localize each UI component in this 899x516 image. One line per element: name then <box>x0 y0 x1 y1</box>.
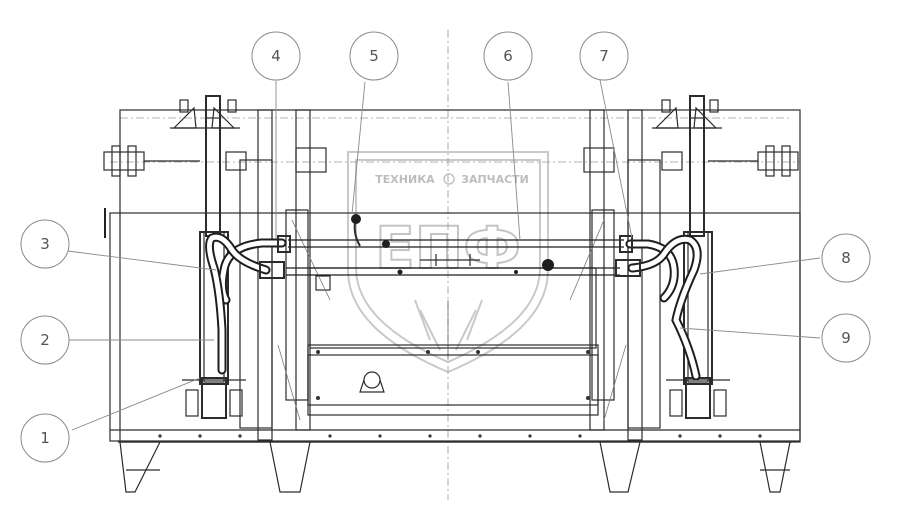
watermark-gear-icon <box>443 173 455 185</box>
left-fitting-lower <box>259 261 285 279</box>
callout-2: 2 <box>20 315 70 365</box>
callout-8: 8 <box>821 233 871 283</box>
bottom-rivets <box>158 434 762 438</box>
right-fitting-upper <box>619 235 633 253</box>
coupler-a <box>382 240 390 248</box>
svg-text:4: 4 <box>271 47 281 65</box>
hydraulic-lines <box>204 214 702 381</box>
elbow-cap <box>351 214 361 224</box>
edge-mark <box>104 208 106 238</box>
watermark-text-left: ТЕХНИКА <box>375 173 435 186</box>
callout-4: 4 <box>251 31 301 81</box>
svg-text:7: 7 <box>599 47 609 65</box>
callout-3: 3 <box>20 219 70 269</box>
callouts: 1 2 3 4 5 6 7 8 <box>20 31 871 463</box>
watermark-wheat-icon <box>414 299 483 360</box>
svg-text:9: 9 <box>841 329 851 347</box>
callout-5: 5 <box>349 31 399 81</box>
right-cylinder-assembly <box>295 95 799 419</box>
callout-7: 7 <box>579 31 629 81</box>
svg-text:3: 3 <box>40 235 50 253</box>
svg-text:2: 2 <box>40 331 50 349</box>
callout-6: 6 <box>483 31 533 81</box>
svg-text:5: 5 <box>369 47 379 65</box>
watermark-text-right: ЗАПЧАСТИ <box>461 173 529 186</box>
coupler-b <box>542 259 554 271</box>
callout-1: 1 <box>20 413 70 463</box>
left-fitting-upper <box>277 235 291 253</box>
svg-text:1: 1 <box>40 429 50 447</box>
frame-structure <box>109 30 801 500</box>
right-fitting-lower <box>615 259 641 277</box>
callout-9: 9 <box>821 313 871 363</box>
svg-text:6: 6 <box>503 47 513 65</box>
svg-text:8: 8 <box>841 249 851 267</box>
